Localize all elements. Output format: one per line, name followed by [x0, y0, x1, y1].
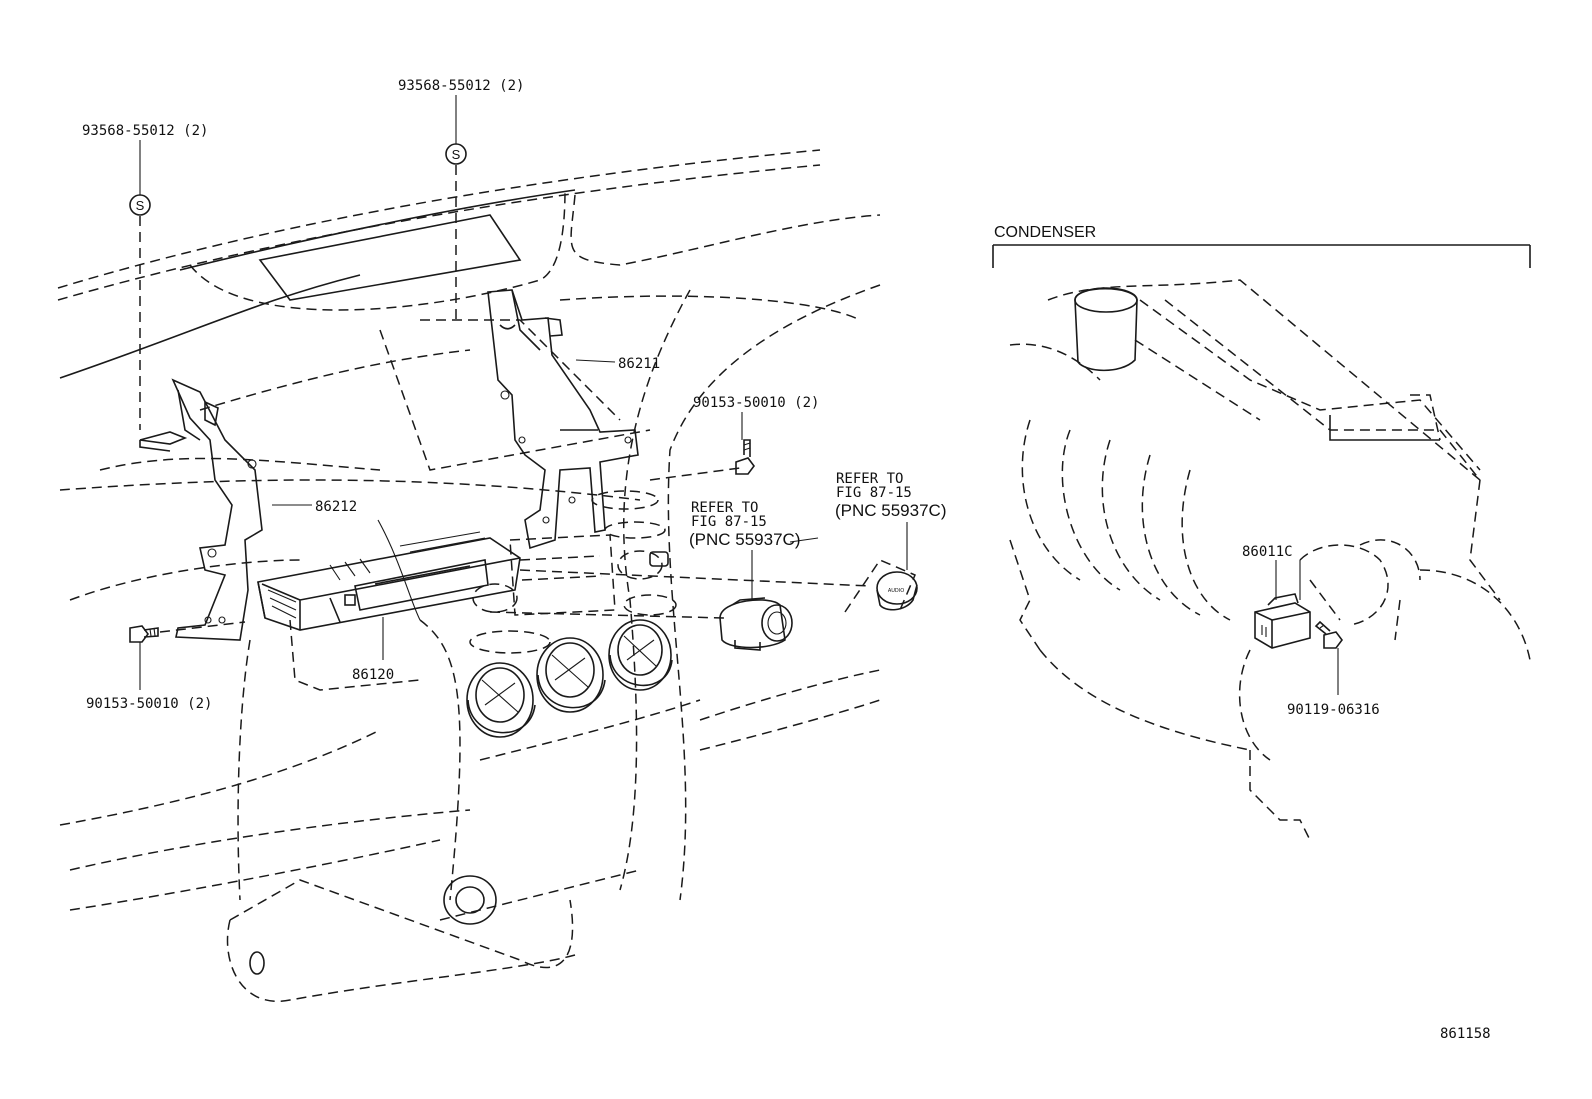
audio-knob-refer-b: AUDIO	[844, 559, 918, 613]
hvac-knob-left	[466, 662, 536, 738]
label-bolt-left: 90153-50010 (2)	[86, 696, 212, 712]
condenser-section	[992, 244, 1531, 268]
bolt-90119	[1314, 620, 1343, 649]
hvac-knob-right	[608, 619, 673, 691]
label-bracket-86211: 86211	[618, 356, 660, 372]
screw-symbol-left: S	[129, 194, 151, 216]
leader-lines	[139, 95, 908, 690]
label-bracket-86212: 86212	[315, 499, 357, 515]
label-refer-b-2: FIG 87-15	[836, 485, 912, 501]
audio-knob-part	[719, 597, 793, 651]
label-refer-a-1: REFER TO	[691, 500, 758, 516]
label-refer-a-3: (PNC 55937C)	[689, 530, 801, 549]
label-bolt-right: 90153-50010 (2)	[693, 395, 819, 411]
knob-audio-text: AUDIO	[888, 588, 904, 594]
label-screw-top: 93568-55012 (2)	[398, 78, 524, 94]
hvac-knob-middle	[536, 637, 606, 713]
label-figure-number: 861158	[1440, 1026, 1491, 1042]
bracket-86211	[487, 289, 639, 550]
label-screw-left: 93568-55012 (2)	[82, 123, 208, 139]
condenser-leaders	[1275, 560, 1339, 695]
label-receiver-86120: 86120	[352, 667, 394, 683]
bolt-90153-left	[129, 625, 159, 643]
label-refer-b-3: (PNC 55937C)	[835, 501, 947, 520]
label-condenser: CONDENSER	[994, 224, 1096, 241]
part-labels: 93568-55012 (2) 93568-55012 (2) 86211 86…	[82, 78, 1491, 1042]
screw-symbol-left-letter: S	[136, 198, 145, 213]
screw-symbol-top: S	[445, 143, 467, 165]
label-bolt-90119: 90119-06316	[1287, 702, 1380, 718]
relay-86011c	[1254, 593, 1311, 649]
bracket-86212	[139, 378, 263, 641]
label-refer-a-2: FIG 87-15	[691, 514, 767, 530]
label-relay-86011c: 86011C	[1242, 544, 1293, 560]
engine-outline	[1009, 279, 1531, 841]
dashboard-outline	[57, 149, 881, 1003]
label-refer-b-1: REFER TO	[836, 471, 903, 487]
bolt-90153-right	[735, 439, 755, 475]
screw-symbol-top-letter: S	[452, 147, 461, 162]
radio-receiver-86120	[257, 531, 521, 691]
